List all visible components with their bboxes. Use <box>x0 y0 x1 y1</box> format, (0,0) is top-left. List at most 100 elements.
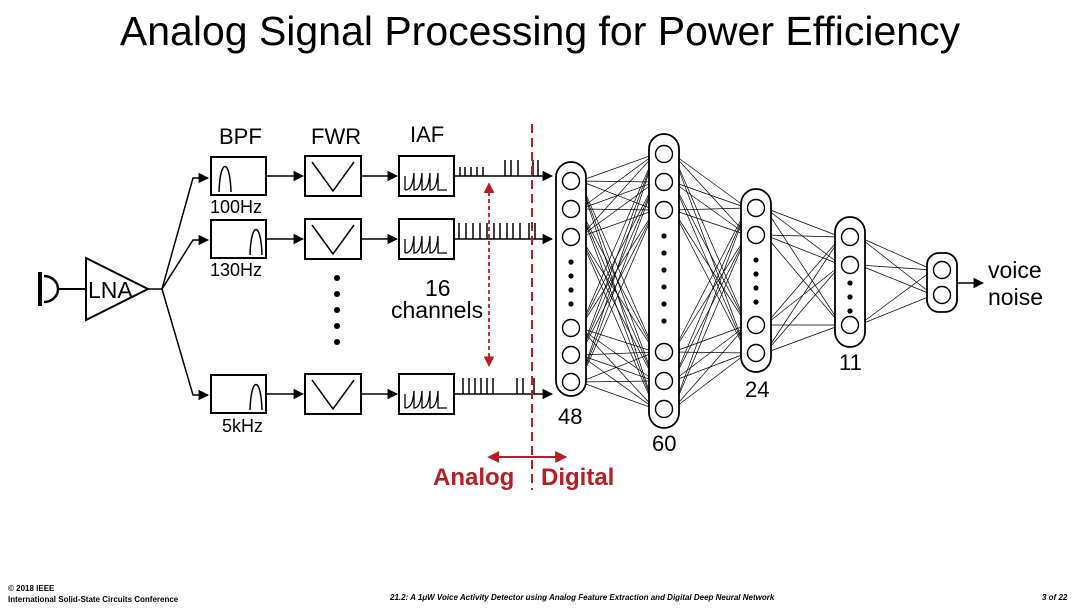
neuron <box>654 399 674 419</box>
network-edge <box>579 354 656 382</box>
network-edge <box>672 324 748 410</box>
network-edge <box>672 352 748 410</box>
neuron <box>746 315 766 335</box>
network-edge <box>858 236 934 296</box>
output-noise-label: noise <box>988 284 1043 310</box>
network-edge <box>579 236 656 410</box>
network-neurons <box>561 144 952 419</box>
ellipsis-dot <box>661 301 667 307</box>
channels-label: channels <box>390 297 485 324</box>
output-voice-label: voice <box>988 257 1042 283</box>
network-edge <box>672 181 748 209</box>
analog-label: Analog <box>433 464 515 491</box>
neuron <box>932 285 952 305</box>
freq-label-5khz: 5kHz <box>222 416 264 436</box>
ellipsis-dot <box>568 273 574 279</box>
network-edge <box>579 153 656 182</box>
layer-11-size: 11 <box>839 350 862 375</box>
neuron <box>561 227 581 247</box>
network-edge <box>579 153 656 329</box>
network-edge <box>764 236 842 354</box>
network-edge <box>672 209 748 326</box>
network-edge <box>579 153 656 238</box>
neuron <box>654 342 674 362</box>
network-edge <box>672 153 748 209</box>
bpf-filters <box>210 156 267 414</box>
network-edge <box>579 153 656 356</box>
network-edge <box>858 264 934 296</box>
network-edge <box>672 207 748 382</box>
network-edge <box>672 324 748 353</box>
network-edge <box>764 234 842 266</box>
neuron <box>840 255 860 275</box>
network-edge <box>579 209 656 238</box>
network-edge <box>764 234 842 326</box>
network-edge <box>858 264 934 271</box>
bandpass-icons <box>218 166 263 411</box>
neuron <box>561 199 581 219</box>
layer-48-size: 48 <box>558 404 583 429</box>
freq-label-130hz: 130Hz <box>210 260 263 280</box>
network-edge <box>579 351 656 356</box>
channel-ellipsis <box>334 275 340 345</box>
network-edge <box>579 380 656 383</box>
iaf-converters <box>398 155 455 415</box>
network-edge <box>764 207 842 238</box>
network-edge <box>764 324 842 354</box>
sawtooth-icons <box>404 172 447 409</box>
network-edge <box>672 209 748 236</box>
neuron <box>561 171 581 191</box>
network-edge <box>579 327 656 410</box>
network-edge <box>579 209 656 383</box>
network-edge <box>579 327 656 382</box>
neuron <box>746 198 766 218</box>
network-edge <box>672 207 748 410</box>
spike-trains <box>454 160 554 400</box>
network-edge <box>858 236 934 271</box>
neuron <box>561 345 581 365</box>
iaf-stage-label: IAF <box>410 122 445 147</box>
neuron <box>654 200 674 220</box>
network-edge <box>579 236 656 353</box>
network-edge <box>672 181 748 326</box>
network-edge <box>672 234 748 410</box>
footer-paper-title: 21.2: A 1μW Voice Activity Detector usin… <box>390 593 775 602</box>
network-edge <box>672 207 748 211</box>
network-edge <box>672 153 748 326</box>
network-edge <box>579 181 656 383</box>
bpf-to-fwr-arrows <box>266 170 305 400</box>
ellipsis-dot <box>568 287 574 293</box>
ellipsis-dot <box>753 257 759 263</box>
neuron <box>932 260 952 280</box>
neuron <box>746 225 766 245</box>
fwr-to-iaf-arrows <box>361 170 399 400</box>
network-edge <box>764 236 842 326</box>
ellipsis-dot <box>753 271 759 277</box>
network-edge <box>672 153 748 236</box>
neuron <box>840 315 860 335</box>
network-edge <box>858 294 934 326</box>
network-edge <box>579 180 656 353</box>
network-edge <box>579 153 656 210</box>
footer-copyright: © 2018 IEEE <box>8 584 55 593</box>
layer-48 <box>555 161 587 397</box>
fwr-rectifiers <box>304 155 362 415</box>
ellipsis-dot <box>847 294 853 300</box>
footer-page-number: 3 of 22 <box>1042 593 1068 602</box>
network-edge <box>764 264 842 354</box>
network-edge <box>579 236 656 382</box>
freq-label-100hz: 100Hz <box>210 197 263 217</box>
ellipsis-dot <box>568 301 574 307</box>
network-edge <box>579 351 656 383</box>
network-edge <box>579 208 656 353</box>
neuron <box>561 372 581 392</box>
ellipsis-dot <box>753 299 759 305</box>
network-edge <box>579 153 656 383</box>
footer-conference: International Solid-State Circuits Confe… <box>8 595 179 604</box>
rectifier-icons <box>311 161 355 411</box>
neuron <box>746 343 766 363</box>
lna-fanout-lines <box>148 172 210 401</box>
network-edge <box>579 381 656 410</box>
neuron <box>654 371 674 391</box>
